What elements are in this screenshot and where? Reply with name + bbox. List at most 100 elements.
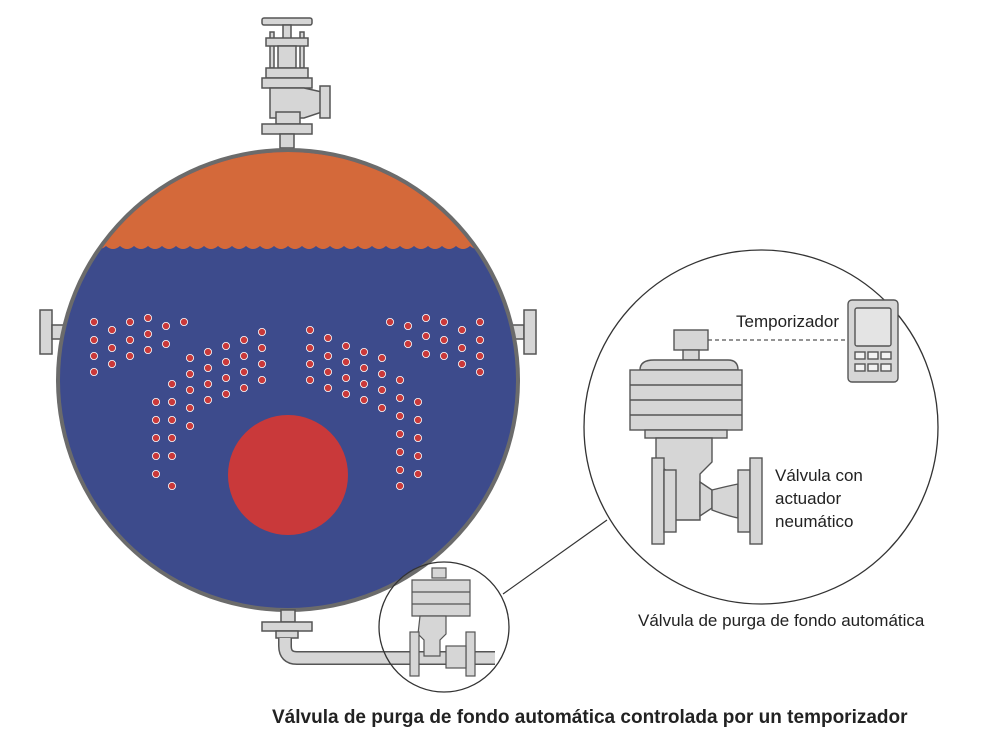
- bubble: [395, 429, 404, 438]
- bubble: [108, 343, 117, 352]
- small-valve-detail: [378, 561, 510, 693]
- bubble: [239, 383, 248, 392]
- bubble: [413, 469, 422, 478]
- bubble: [203, 347, 212, 356]
- main-caption: Válvula de purga de fondo automática con…: [272, 707, 908, 728]
- bubble: [305, 359, 314, 368]
- bubble: [413, 397, 422, 406]
- bubble: [257, 375, 266, 384]
- bottom-nozzle: [261, 609, 313, 639]
- actuator-valve-icon: [629, 329, 763, 545]
- bubble: [359, 395, 368, 404]
- bubble: [421, 349, 430, 358]
- callout-line: [502, 519, 608, 595]
- bubble: [385, 317, 394, 326]
- bubble: [439, 351, 448, 360]
- bubble: [167, 481, 176, 490]
- bubble: [305, 325, 314, 334]
- bubble: [239, 367, 248, 376]
- bubble: [221, 357, 230, 366]
- bubble: [377, 385, 386, 394]
- bubble: [257, 359, 266, 368]
- bubble: [421, 313, 430, 322]
- bubble: [413, 451, 422, 460]
- bubble: [359, 363, 368, 372]
- bubble: [341, 341, 350, 350]
- bubble: [395, 481, 404, 490]
- bubble: [413, 433, 422, 442]
- bubble: [167, 451, 176, 460]
- bubble: [475, 335, 484, 344]
- bubble: [403, 339, 412, 348]
- bubble: [126, 335, 135, 344]
- bubble: [151, 451, 160, 460]
- bubble: [475, 317, 484, 326]
- bubble: [185, 385, 194, 394]
- bubble: [305, 375, 314, 384]
- bubble: [377, 403, 386, 412]
- bubble: [359, 379, 368, 388]
- bubble: [395, 411, 404, 420]
- bubble: [395, 375, 404, 384]
- bubble: [341, 389, 350, 398]
- bubble: [395, 465, 404, 474]
- bubble: [185, 403, 194, 412]
- bubble: [161, 321, 170, 330]
- bubble: [143, 313, 152, 322]
- timer-label: Temporizador: [736, 312, 839, 331]
- fire-tube: [228, 415, 348, 535]
- bubble: [457, 343, 466, 352]
- bubble: [221, 373, 230, 382]
- steam-bubbles: [90, 313, 484, 490]
- bubble: [323, 383, 332, 392]
- bubble: [203, 395, 212, 404]
- bubble: [323, 351, 332, 360]
- bubble: [475, 367, 484, 376]
- bubble: [143, 329, 152, 338]
- bubble: [475, 351, 484, 360]
- bubble: [395, 447, 404, 456]
- bubble: [151, 433, 160, 442]
- bubble: [457, 325, 466, 334]
- bubble: [203, 363, 212, 372]
- bubble: [395, 393, 404, 402]
- bubble: [151, 415, 160, 424]
- bubble: [323, 333, 332, 342]
- bubble: [90, 317, 99, 326]
- detail-circle: [583, 249, 939, 605]
- bubble: [403, 321, 412, 330]
- bubble: [239, 335, 248, 344]
- bubble: [90, 367, 99, 376]
- bubble: [221, 341, 230, 350]
- bubble: [185, 369, 194, 378]
- bubble: [161, 339, 170, 348]
- bubble: [323, 367, 332, 376]
- bubble: [185, 353, 194, 362]
- detail-caption: Válvula de purga de fondo automática: [638, 611, 925, 630]
- bubble: [257, 327, 266, 336]
- bubble: [457, 359, 466, 368]
- boiler-drum: [56, 148, 520, 612]
- bubble: [239, 351, 248, 360]
- bubble: [167, 415, 176, 424]
- bubble: [108, 325, 117, 334]
- bubble: [90, 335, 99, 344]
- bubble: [341, 373, 350, 382]
- top-valve-icon: [261, 17, 331, 149]
- bubble: [305, 343, 314, 352]
- bubble: [167, 379, 176, 388]
- valve-label-line1: Válvula con: [775, 466, 863, 485]
- bubble: [221, 389, 230, 398]
- bubble: [126, 317, 135, 326]
- valve-label-line2: actuador: [775, 489, 841, 508]
- bubble: [377, 369, 386, 378]
- bubble: [359, 347, 368, 356]
- bubble: [257, 343, 266, 352]
- bubble: [341, 357, 350, 366]
- bubble: [167, 397, 176, 406]
- bubble: [167, 433, 176, 442]
- bubble: [439, 317, 448, 326]
- bubble: [203, 379, 212, 388]
- timer-icon: [847, 299, 899, 383]
